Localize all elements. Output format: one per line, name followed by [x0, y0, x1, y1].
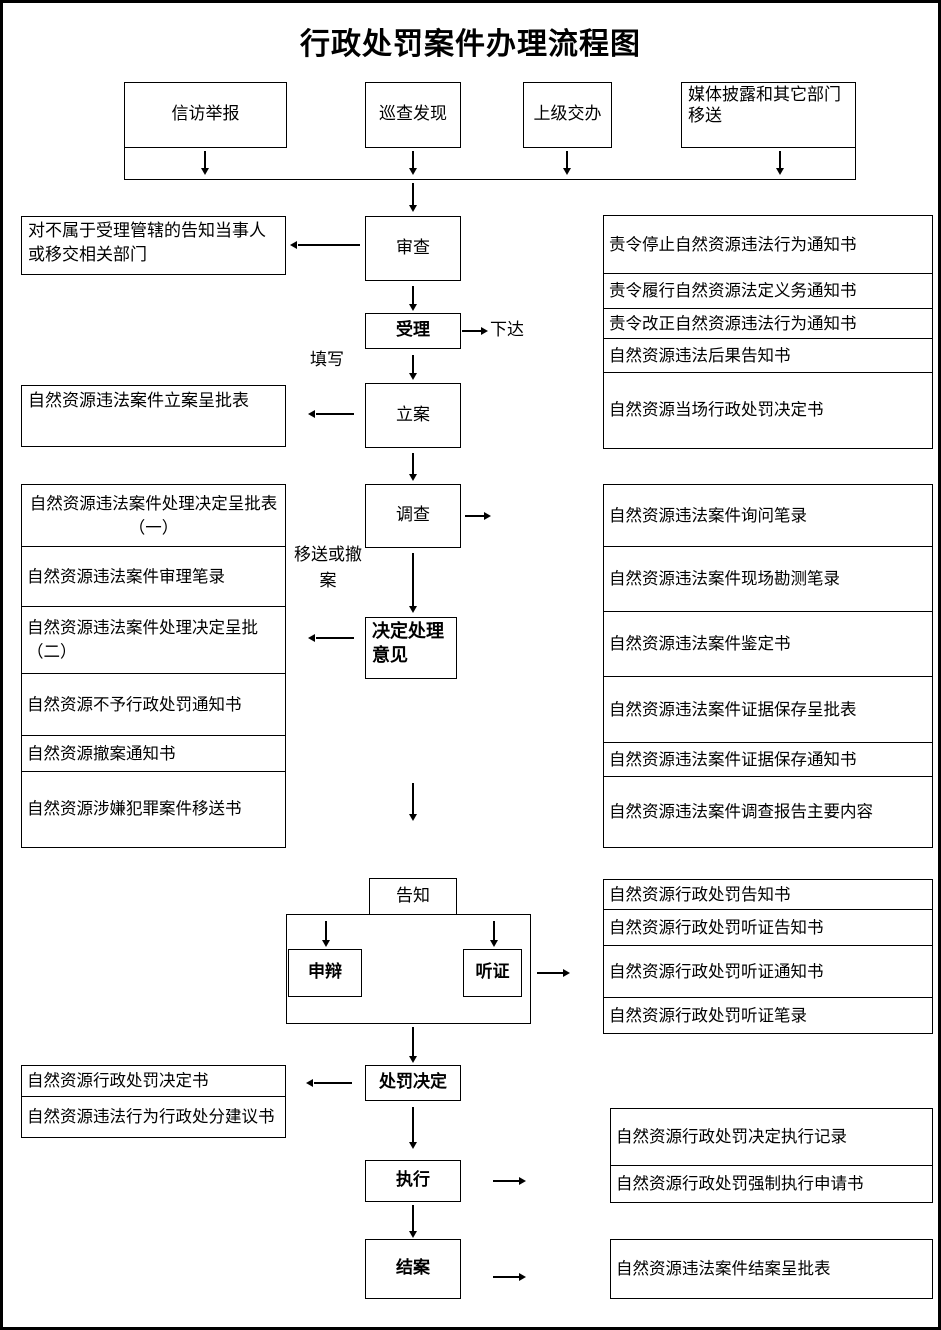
- arrow-down-to-hearing: [487, 921, 501, 947]
- list-item[interactable]: 自然资源行政处罚决定书: [22, 1066, 285, 1098]
- left-list-handling-docs: 自然资源违法案件处理决定呈批表（一） 自然资源违法案件审理笔录 自然资源违法案件…: [21, 484, 286, 848]
- left-box-label: 对不属于受理管辖的告知当事人或移交相关部门: [28, 221, 266, 265]
- step-label: 立案: [396, 404, 430, 425]
- list-item[interactable]: 自然资源违法案件结案呈批表: [616, 1259, 831, 1279]
- list-item[interactable]: 自然资源行政处罚听证告知书: [604, 910, 932, 946]
- list-item[interactable]: 自然资源违法案件审理笔录: [22, 547, 285, 607]
- list-item[interactable]: 自然资源违法案件鉴定书: [604, 612, 932, 677]
- left-box-label: 自然资源违法案件立案呈批表: [28, 391, 249, 411]
- arrow-decide-to-notify: [406, 783, 420, 821]
- list-item[interactable]: 自然资源行政处罚听证笔录: [609, 1005, 807, 1025]
- source-collector-rail: [124, 148, 856, 180]
- list-item[interactable]: 责令履行自然资源法定义务通知书: [604, 274, 932, 309]
- list-item[interactable]: 自然资源违法案件证据保存呈批表: [604, 677, 932, 743]
- list-item[interactable]: 自然资源行政处罚听证通知书: [604, 946, 932, 998]
- arrow-rail-to-review: [406, 183, 420, 212]
- right-list-investigate-docs: 自然资源违法案件询问笔录 自然资源违法案件现场勘测笔录 自然资源违法案件鉴定书 …: [603, 484, 933, 848]
- arrow-down-source-3: [560, 151, 574, 175]
- arrow-down-to-defense: [319, 921, 333, 947]
- step-label: 决定处理意见: [372, 621, 444, 667]
- step-label: 听证: [475, 962, 510, 983]
- edge-label-transfer-or-withdraw: 移送或撤案: [294, 545, 362, 591]
- list-item[interactable]: 自然资源违法行为行政处分建议书: [27, 1107, 275, 1127]
- arrow-file-to-investigate: [406, 453, 420, 481]
- arrow-branch-to-punish-decision: [406, 1027, 420, 1063]
- step-box-investigate[interactable]: 调查: [365, 484, 461, 548]
- source-label: 信访举报: [171, 104, 240, 125]
- arrow-review-to-accept: [406, 286, 420, 311]
- source-label: 媒体披露和其它部门移送: [688, 85, 841, 127]
- step-label: 审查: [396, 237, 430, 258]
- step-box-file[interactable]: 立案: [365, 383, 461, 448]
- step-box-defense[interactable]: 申辩: [288, 949, 362, 997]
- list-item[interactable]: 自然资源违法案件处理决定呈批表（一）: [22, 485, 285, 547]
- step-box-notify[interactable]: 告知: [369, 878, 457, 915]
- arrow-down-source-4: [773, 151, 787, 175]
- arrow-right-hearing-to-docs: [537, 967, 570, 979]
- arrow-down-source-2: [406, 151, 420, 175]
- step-box-execute[interactable]: 执行: [365, 1160, 461, 1202]
- list-item[interactable]: 自然资源涉嫌犯罪案件移送书: [27, 799, 242, 819]
- arrow-investigate-to-decide: [406, 553, 420, 613]
- list-item[interactable]: 自然资源违法案件询问笔录: [604, 485, 932, 547]
- branch-frame-defense-hearing: [286, 914, 531, 1024]
- list-item[interactable]: 自然资源行政处罚强制执行申请书: [616, 1174, 864, 1194]
- arrow-left-punish-to-docs: [306, 1077, 352, 1089]
- arrow-execute-to-close: [406, 1205, 420, 1238]
- edge-label-issue: 下达: [490, 320, 524, 340]
- right-list-execute-docs: 自然资源行政处罚决定执行记录 自然资源行政处罚强制执行申请书: [610, 1108, 933, 1203]
- step-label: 告知: [396, 885, 430, 906]
- left-box-filing-approval[interactable]: 自然资源违法案件立案呈批表: [21, 385, 286, 447]
- step-label: 调查: [396, 505, 430, 526]
- list-item[interactable]: 自然资源违法案件处理决定呈批（二）: [22, 607, 285, 674]
- list-item[interactable]: 自然资源当场行政处罚决定书: [609, 400, 824, 420]
- step-box-review[interactable]: 审查: [365, 216, 461, 281]
- list-item[interactable]: 自然资源违法后果告知书: [604, 339, 932, 373]
- arrow-right-accept-to-issue: [462, 325, 488, 337]
- step-box-hearing[interactable]: 听证: [463, 949, 522, 997]
- list-item[interactable]: 自然资源不予行政处罚通知书: [22, 674, 285, 736]
- source-box-superior[interactable]: 上级交办: [523, 82, 612, 148]
- step-label: 受理: [396, 320, 430, 341]
- left-list-punish-docs: 自然资源行政处罚决定书 自然资源违法行为行政处分建议书: [21, 1065, 286, 1138]
- source-box-xinfang[interactable]: 信访举报: [124, 82, 287, 148]
- left-box-not-jurisdiction[interactable]: 对不属于受理管辖的告知当事人或移交相关部门: [21, 216, 286, 275]
- arrow-left-decide-to-handling: [308, 632, 354, 644]
- arrow-right-investigate-to-docs: [465, 510, 491, 522]
- list-item[interactable]: 责令改正自然资源违法行为通知书: [604, 309, 932, 339]
- arrow-right-close-to-docs: [493, 1271, 526, 1283]
- list-item[interactable]: 自然资源行政处罚决定执行记录: [611, 1109, 932, 1166]
- step-label: 处罚决定: [379, 1072, 447, 1093]
- step-box-punish-decision[interactable]: 处罚决定: [365, 1065, 461, 1101]
- edge-label-fill-in: 填写: [310, 350, 344, 370]
- list-item[interactable]: 自然资源违法案件证据保存通知书: [604, 743, 932, 777]
- list-item[interactable]: 自然资源撤案通知书: [22, 736, 285, 772]
- arrow-accept-to-file: [406, 355, 420, 380]
- source-box-patrol[interactable]: 巡查发现: [365, 82, 461, 148]
- right-list-accept-docs: 责令停止自然资源违法行为通知书 责令履行自然资源法定义务通知书 责令改正自然资源…: [603, 215, 933, 449]
- step-label: 申辩: [308, 962, 342, 983]
- arrow-punish-to-execute: [406, 1107, 420, 1149]
- right-list-close-docs: 自然资源违法案件结案呈批表: [610, 1239, 933, 1299]
- list-item[interactable]: 自然资源违法案件调查报告主要内容: [609, 801, 873, 821]
- right-list-hearing-docs: 自然资源行政处罚告知书 自然资源行政处罚听证告知书 自然资源行政处罚听证通知书 …: [603, 879, 933, 1034]
- step-label: 执行: [396, 1170, 430, 1191]
- step-box-close[interactable]: 结案: [365, 1239, 461, 1299]
- list-item[interactable]: 自然资源违法案件现场勘测笔录: [604, 547, 932, 612]
- arrow-left-file-to-approval: [308, 408, 354, 420]
- page-title: 行政处罚案件办理流程图: [300, 27, 641, 62]
- step-box-decide-opinion[interactable]: 决定处理意见: [365, 617, 457, 679]
- source-box-media[interactable]: 媒体披露和其它部门移送: [681, 82, 856, 148]
- source-label: 巡查发现: [379, 104, 447, 125]
- arrow-down-source-1: [198, 151, 212, 175]
- arrow-right-execute-to-docs: [493, 1175, 526, 1187]
- list-item[interactable]: 自然资源行政处罚告知书: [604, 880, 932, 910]
- list-item[interactable]: 责令停止自然资源违法行为通知书: [604, 216, 932, 274]
- source-label: 上级交办: [533, 104, 602, 125]
- step-box-accept[interactable]: 受理: [365, 313, 461, 349]
- arrow-left-review-to-notjurisdiction: [290, 239, 360, 251]
- step-label: 结案: [396, 1258, 430, 1279]
